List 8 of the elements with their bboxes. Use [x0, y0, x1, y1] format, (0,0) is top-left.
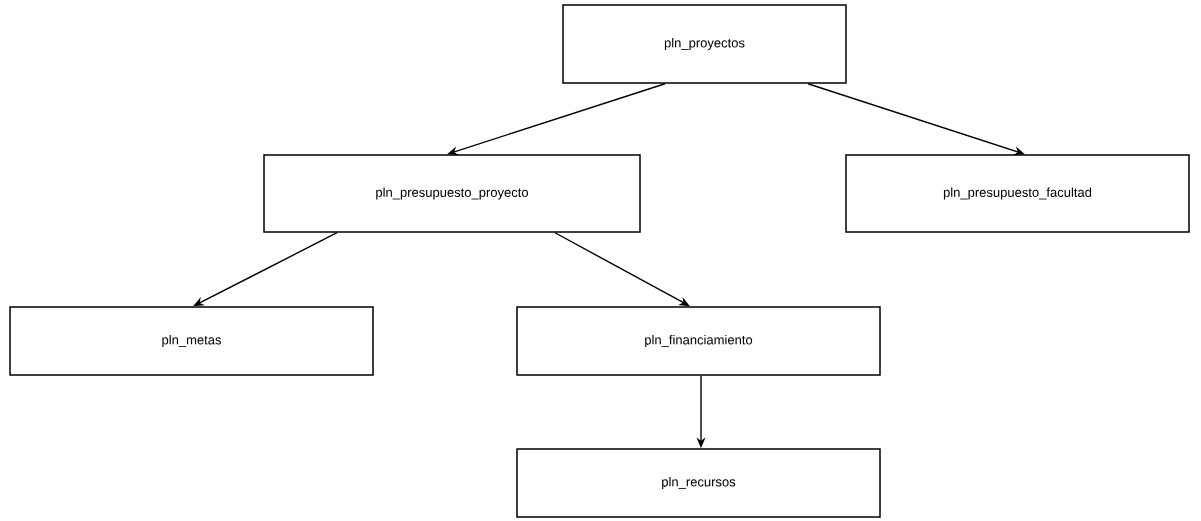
table-box: pln_proyectos — [562, 4, 847, 84]
table-box: pln_financiamiento — [516, 306, 881, 376]
arrow — [554, 232, 690, 307]
table-box: pln_metas — [9, 306, 374, 376]
arrow — [193, 232, 338, 307]
table-box: pln_presupuesto_facultad — [845, 154, 1190, 233]
table-box: pln_presupuesto_proyecto — [263, 154, 641, 233]
table-box: pln_recursos — [516, 448, 881, 518]
